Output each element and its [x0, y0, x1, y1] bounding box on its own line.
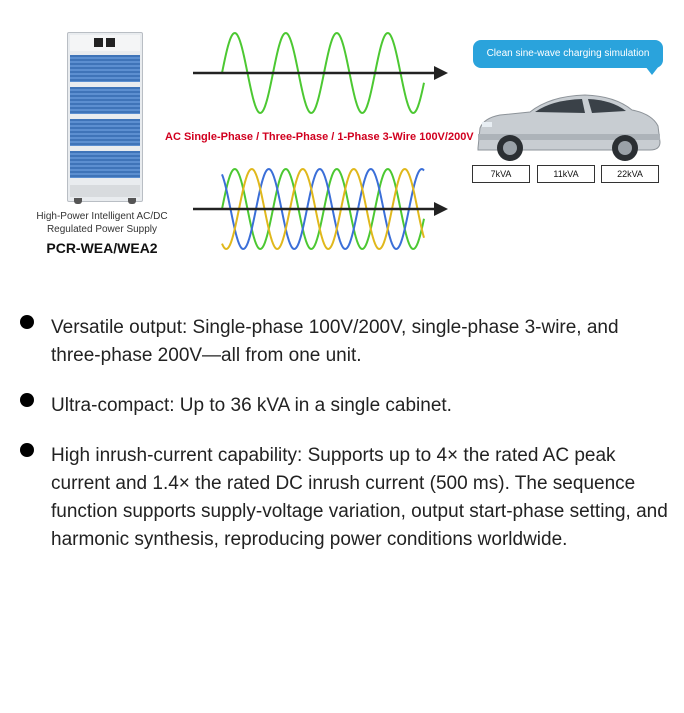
- kva-box: 11kVA: [537, 165, 595, 183]
- product-caption: High-Power Intelligent AC/DC Regulated P…: [20, 210, 184, 236]
- arrow-right-icon: [193, 66, 448, 80]
- ac-output-label: AC Single-Phase / Three-Phase / 1-Phase …: [165, 131, 474, 143]
- power-supply-cabinet-icon: [67, 32, 143, 204]
- kva-box: 22kVA: [601, 165, 659, 183]
- product-figure: High-Power Intelligent AC/DC Regulated P…: [0, 0, 684, 270]
- three-phase-waves: [221, 167, 425, 251]
- arrow-right-icon: [193, 202, 448, 216]
- product-caption-line1: High-Power Intelligent AC/DC: [36, 211, 168, 222]
- list-item-text: Versatile output: Single-phase 100V/200V…: [51, 317, 619, 366]
- feature-list: Versatile output: Single-phase 100V/200V…: [18, 314, 668, 576]
- bullet-icon: [20, 315, 34, 329]
- single-phase-wave: [221, 31, 425, 115]
- speech-bubble-tail: [645, 66, 659, 75]
- product-caption-line2: Regulated Power Supply: [46, 224, 158, 235]
- waveform-diagram: [193, 31, 661, 251]
- list-item: Ultra-compact: Up to 36 kVA in a single …: [18, 392, 668, 420]
- single-phase-wave-line: [221, 31, 425, 115]
- list-item-text: High inrush-current capability: Supports…: [51, 445, 668, 550]
- list-item: High inrush-current capability: Supports…: [18, 442, 668, 554]
- speech-bubble: Clean sine-wave charging simulation: [473, 40, 663, 68]
- three-phase-wave-line: [221, 167, 425, 251]
- list-item: Versatile output: Single-phase 100V/200V…: [18, 314, 668, 370]
- kva-box: 7kVA: [472, 165, 530, 183]
- bullet-icon: [20, 393, 34, 407]
- three-phase-wave-line: [221, 167, 425, 251]
- three-phase-wave-line: [221, 167, 425, 251]
- car-icon: [477, 94, 661, 161]
- list-item-text: Ultra-compact: Up to 36 kVA in a single …: [51, 395, 452, 416]
- bullet-icon: [20, 443, 34, 457]
- product-model: PCR-WEA/WEA2: [46, 240, 158, 256]
